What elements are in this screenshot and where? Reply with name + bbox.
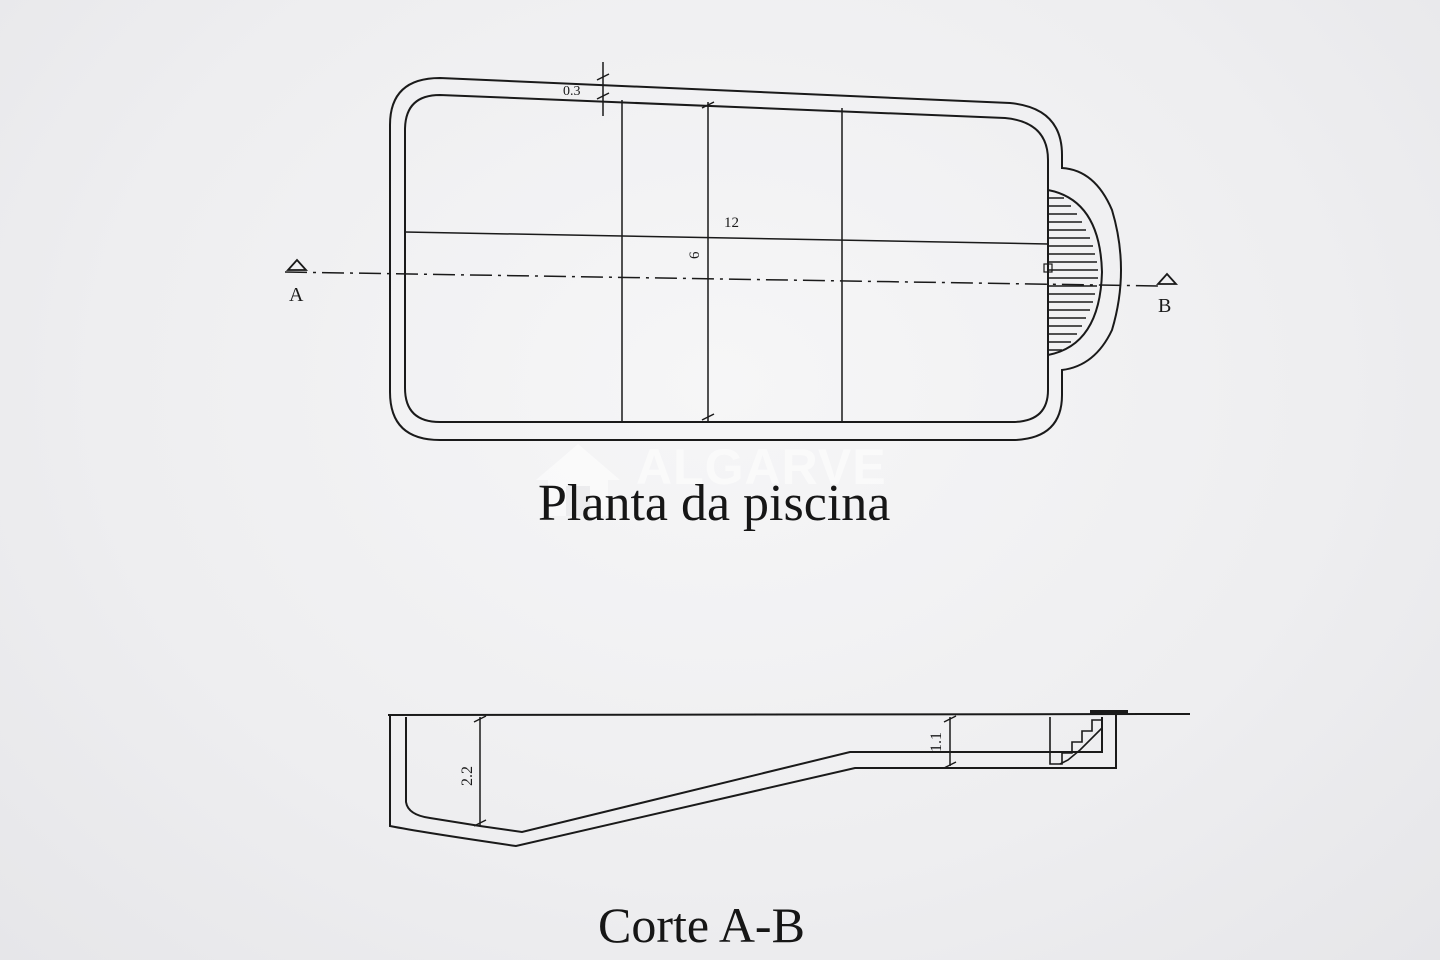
watermark: ALGARVE xyxy=(528,439,928,520)
stair-treads xyxy=(1048,197,1098,351)
depth-label-deep: 2.2 xyxy=(459,766,476,786)
section-caption: Corte A-B xyxy=(598,897,805,953)
pool-inner-outline xyxy=(404,93,1049,423)
section-marker-a-icon xyxy=(285,258,309,271)
section-marker-b-icon xyxy=(1155,272,1179,285)
plan-grid xyxy=(404,100,1049,422)
dimension-ticks xyxy=(596,62,715,421)
pool-outer-outline xyxy=(389,76,1122,441)
dimension-label-6: 6 xyxy=(687,251,703,259)
section-steps-back xyxy=(1059,717,1103,765)
dimension-label-0-3: 0.3 xyxy=(563,84,581,99)
section-steps xyxy=(1049,717,1102,765)
dimension-label-12: 12 xyxy=(724,215,739,231)
marker-a-label: A xyxy=(289,284,304,306)
section-dimension-ticks xyxy=(473,715,957,827)
pool-section-view xyxy=(387,710,1191,848)
house-icon xyxy=(536,444,620,516)
ground-line xyxy=(387,713,1191,716)
section-outer-outline xyxy=(389,715,1117,848)
plan-caption: Planta da piscina xyxy=(538,475,891,532)
watermark-text: ALGARVE xyxy=(636,439,887,495)
section-inner-outline xyxy=(405,717,1103,834)
steps-outline xyxy=(1047,189,1104,356)
section-line-ab xyxy=(284,271,1161,287)
marker-b-label: B xyxy=(1158,295,1171,317)
depth-label-shallow: 1.1 xyxy=(928,732,945,752)
skimmer xyxy=(1043,263,1053,273)
